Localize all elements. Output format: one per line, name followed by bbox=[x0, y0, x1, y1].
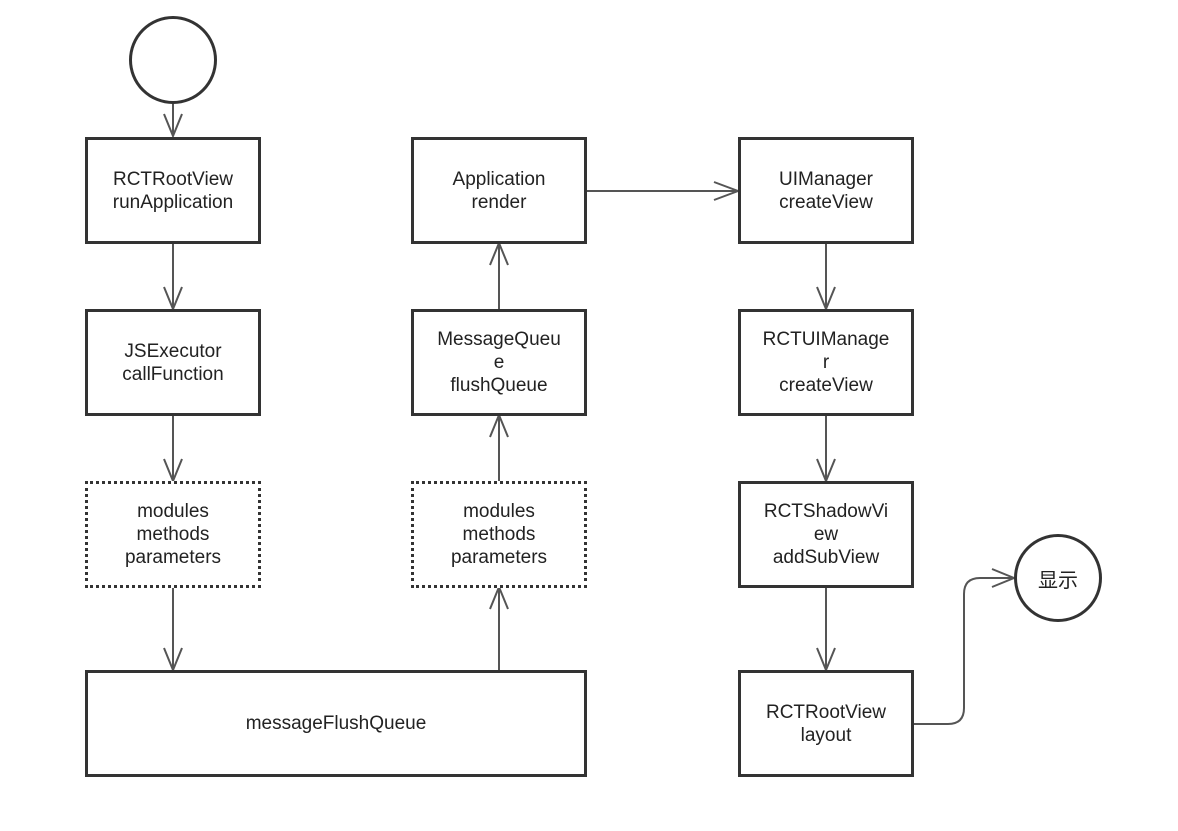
node-label: messageFlushQueue bbox=[245, 713, 427, 734]
rctuimanager-createview-node: RCTUIManage r createView bbox=[738, 309, 914, 416]
jsexecutor-callfunction-node: JSExecutor callFunction bbox=[85, 309, 261, 416]
node-label: RCTUIManage r createView bbox=[762, 329, 890, 396]
node-label: RCTRootView runApplication bbox=[112, 168, 234, 213]
application-render-node: Application render bbox=[411, 137, 587, 244]
start-node bbox=[129, 16, 217, 104]
node-label: modules methods parameters bbox=[124, 501, 222, 568]
node-label: MessageQueu e flushQueue bbox=[437, 329, 561, 396]
messageflushqueue-node: messageFlushQueue bbox=[85, 670, 587, 777]
uimanager-createview-node: UIManager createView bbox=[738, 137, 914, 244]
node-label: RCTShadowVi ew addSubView bbox=[763, 501, 889, 568]
edge-layout-to-display bbox=[914, 577, 1014, 725]
node-label: UIManager createView bbox=[779, 168, 873, 213]
rctshadowview-addsubview-node: RCTShadowVi ew addSubView bbox=[738, 481, 914, 588]
arrowhead bbox=[163, 113, 183, 139]
messagequeue-flushqueue-node: MessageQueu e flushQueue bbox=[411, 309, 587, 416]
node-label: RCTRootView layout bbox=[765, 701, 887, 746]
modules-methods-parameters-right-node: modules methods parameters bbox=[411, 481, 587, 588]
node-label: JSExecutor callFunction bbox=[122, 340, 224, 385]
rctrootview-runapplication-node: RCTRootView runApplication bbox=[85, 137, 261, 244]
rctrootview-layout-node: RCTRootView layout bbox=[738, 670, 914, 777]
modules-methods-parameters-left-node: modules methods parameters bbox=[85, 481, 261, 588]
node-label: modules methods parameters bbox=[450, 501, 548, 568]
node-label: 显示 bbox=[1038, 567, 1078, 592]
display-end-node: 显示 bbox=[1014, 534, 1102, 622]
node-label: Application render bbox=[452, 168, 546, 213]
